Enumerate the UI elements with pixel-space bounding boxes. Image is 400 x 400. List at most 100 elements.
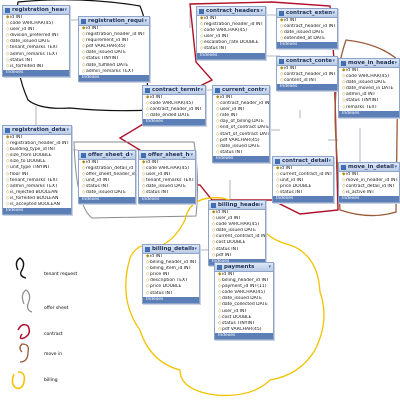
column-label: extended_at DATE <box>284 36 326 42</box>
chevron-down-icon[interactable]: ▾ <box>64 7 67 13</box>
table-column: ◇building_type_id INT <box>3 147 71 153</box>
key-icon: ◆ <box>216 95 220 100</box>
chevron-down-icon[interactable]: ▾ <box>130 152 133 158</box>
column-icon: ◇ <box>6 189 10 195</box>
column-label: day_of_billing DATE <box>220 119 264 125</box>
column-icon: ◇ <box>218 290 222 296</box>
table-indexes-bar[interactable]: Indexes <box>213 155 269 162</box>
table-payments[interactable]: payments▾◆id INT◇billing_header_id INT◇p… <box>214 262 274 340</box>
chevron-down-icon[interactable]: ▾ <box>264 87 267 93</box>
table-column: ◇contract_header_id INT <box>143 107 205 113</box>
table-header[interactable]: billing_headers▾ <box>209 201 265 210</box>
column-label: is_rejected BOOLEAN <box>10 189 58 195</box>
key-icon: ◆ <box>276 166 280 171</box>
table-indexes-bar[interactable]: Indexes <box>79 196 135 203</box>
table-indexes-bar[interactable]: Indexes <box>3 208 71 215</box>
table-column: ◆id INT <box>3 135 71 141</box>
key-icon: ◆ <box>142 160 146 165</box>
table-header[interactable]: contract_extends▾ <box>277 9 337 18</box>
table-header[interactable]: contract_terminations▾ <box>143 86 205 95</box>
table-registration-details[interactable]: registration_details▾◆id INT◇registratio… <box>2 125 72 216</box>
column-icon: ◇ <box>212 246 216 252</box>
chevron-down-icon[interactable]: ▾ <box>194 246 197 252</box>
table-header[interactable]: billing_details▾ <box>143 245 199 254</box>
table-title: contract_details <box>282 158 329 164</box>
table-indexes-bar[interactable]: Indexes <box>79 74 149 81</box>
chevron-down-icon[interactable]: ▾ <box>332 10 335 16</box>
table-column: ◇remarks TEXT <box>339 105 399 111</box>
column-icon: ◇ <box>6 57 10 63</box>
table-header[interactable]: registration_requirements▾ <box>79 17 149 26</box>
chevron-down-icon[interactable]: ▾ <box>394 164 397 170</box>
column-icon: ◇ <box>218 326 222 332</box>
table-indexes-bar[interactable]: Indexes <box>339 110 399 117</box>
chevron-down-icon[interactable]: ▾ <box>200 87 203 93</box>
table-indexes-bar[interactable]: Indexes <box>143 119 205 126</box>
table-header[interactable]: offer_sheet_details▾ <box>79 151 135 160</box>
table-indexes-bar[interactable]: Indexes <box>3 69 69 76</box>
table-contract-extends[interactable]: contract_extends▾◆id INT◇contract_header… <box>276 8 338 50</box>
column-icon: ◇ <box>342 190 346 196</box>
column-label: date_issued DATE <box>220 143 260 149</box>
table-header[interactable]: contract_headers▾ <box>197 7 265 16</box>
table-header[interactable]: offer_sheet_headers▾ <box>139 151 195 160</box>
chevron-down-icon[interactable]: ▾ <box>328 158 331 164</box>
table-move-in-headers[interactable]: move_in_headers▾◆id INT◇code VARCHAR(45)… <box>338 58 400 118</box>
chevron-down-icon[interactable]: ▾ <box>190 152 193 158</box>
table-indexes-bar[interactable]: Indexes <box>273 196 333 203</box>
table-indexes-bar[interactable]: Indexes <box>339 196 399 203</box>
table-contract-headers[interactable]: contract_headers▾◆id INT◇registration_he… <box>196 6 266 60</box>
table-current-contracts[interactable]: current_contracts▾◆id INT◇contract_heade… <box>212 85 270 163</box>
table-header[interactable]: contract_contents▾ <box>277 57 337 66</box>
column-icon: ◇ <box>142 190 146 196</box>
chevron-down-icon[interactable]: ▾ <box>394 60 397 66</box>
column-icon: ◇ <box>216 125 220 131</box>
legend-label: tenant request <box>44 271 78 277</box>
table-header[interactable]: registration_details▾ <box>3 126 71 135</box>
table-title: offer_sheet_headers <box>148 152 190 158</box>
table-header[interactable]: contract_details▾ <box>273 157 333 166</box>
table-column: ◆id INT <box>273 166 333 172</box>
column-icon: ◇ <box>146 290 150 296</box>
column-icon: ◇ <box>200 28 204 34</box>
table-offer-sheet-headers[interactable]: offer_sheet_headers▾◆id INT◇code VARCHAR… <box>138 150 196 204</box>
chevron-down-icon[interactable]: ▾ <box>260 8 263 14</box>
column-label: status INT <box>216 246 239 252</box>
table-indexes-bar[interactable]: Indexes <box>215 332 273 339</box>
table-indexes-bar[interactable]: Indexes <box>139 196 195 203</box>
table-column: ◇tenant_remarks TEXT <box>139 178 195 184</box>
column-label: current_contract_id INT <box>216 234 265 240</box>
table-move-in-details[interactable]: move_in_details▾◆id INT◇move_in_header_i… <box>338 162 400 204</box>
table-registration-requirements[interactable]: registration_requirements▾◆id INT◇regist… <box>78 16 150 82</box>
table-contract-details[interactable]: contract_details▾◆id INT◇current_contrac… <box>272 156 334 204</box>
table-indexes-bar[interactable]: Indexes <box>277 42 337 49</box>
table-indexes-bar[interactable]: Indexes <box>197 52 265 59</box>
table-header[interactable]: payments▾ <box>215 263 273 272</box>
table-header[interactable]: move_in_details▾ <box>339 163 399 172</box>
table-column: ◇billing_header_id INT <box>143 260 199 266</box>
chevron-down-icon[interactable]: ▾ <box>332 58 335 64</box>
column-label: contract_header_id INT <box>284 24 337 30</box>
table-column: ◇price DOUBLE <box>143 284 199 290</box>
table-billing-headers[interactable]: billing_headers▾◆id INT◇user_id INT◇code… <box>208 200 266 266</box>
table-offer-sheet-details[interactable]: offer_sheet_details▾◆id INT◇registration… <box>78 150 136 204</box>
chevron-down-icon[interactable]: ▾ <box>260 202 263 208</box>
key-icon: ◆ <box>342 172 346 177</box>
chevron-down-icon[interactable]: ▾ <box>144 18 147 24</box>
column-icon: ◇ <box>146 101 150 107</box>
table-column: ◇tenant_remarks TEXT <box>3 178 71 184</box>
table-indexes-bar[interactable]: Indexes <box>143 296 199 303</box>
table-header[interactable]: current_contracts▾ <box>213 86 269 95</box>
table-header[interactable]: move_in_headers▾ <box>339 59 399 68</box>
table-contract-contents[interactable]: contract_contents▾◆id INT◇contract_heade… <box>276 56 338 92</box>
table-contract-terminations[interactable]: contract_terminations▾◆id INT◇code VARCH… <box>142 85 206 127</box>
table-column: ◇registration_header_id INT <box>79 32 149 38</box>
table-registration-headers[interactable]: registration_headers▾◆id INT◇code VARCHA… <box>2 5 70 77</box>
table-indexes-bar[interactable]: Indexes <box>209 258 265 265</box>
table-header[interactable]: registration_headers▾ <box>3 6 69 15</box>
chevron-down-icon[interactable]: ▾ <box>66 127 69 133</box>
table-indexes-bar[interactable]: Indexes <box>277 84 337 91</box>
chevron-down-icon[interactable]: ▾ <box>268 264 271 270</box>
table-billing-details[interactable]: billing_details▾◆id INT◇billing_header_i… <box>142 244 200 304</box>
table-column: ◆id INT <box>139 160 195 166</box>
